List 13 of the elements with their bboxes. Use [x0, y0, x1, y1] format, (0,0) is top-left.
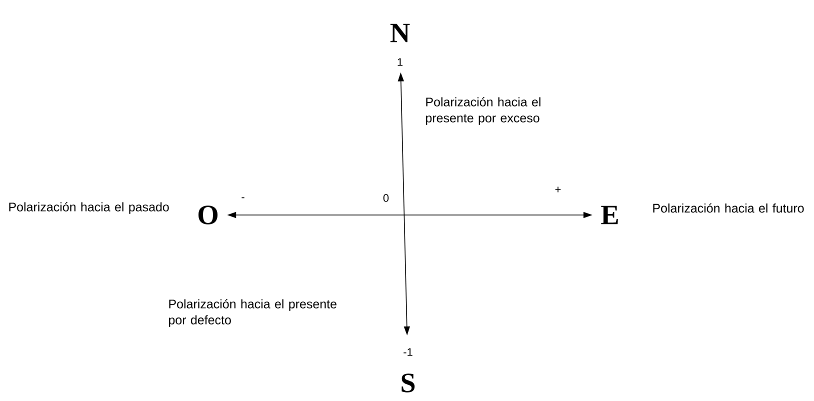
compass-letter: S [402, 374, 415, 392]
description-text: Polarización hacia el presente por exceso [426, 97, 540, 125]
axis-label: - [242, 197, 244, 198]
axis-label: 1 [398, 58, 403, 66]
description-text: Polarización hacia el pasado [9, 202, 169, 214]
description-text: Polarización hacia el presente por defecto [169, 299, 336, 327]
axis-label: -1 [404, 348, 412, 356]
compass-letter: O [198, 206, 218, 224]
compass-letter: E [601, 206, 618, 224]
description-text: Polarización hacia el futuro [653, 203, 804, 213]
axis-label: + [555, 186, 561, 192]
compass-letter: N [390, 24, 410, 42]
axis-label: 0 [383, 194, 389, 202]
